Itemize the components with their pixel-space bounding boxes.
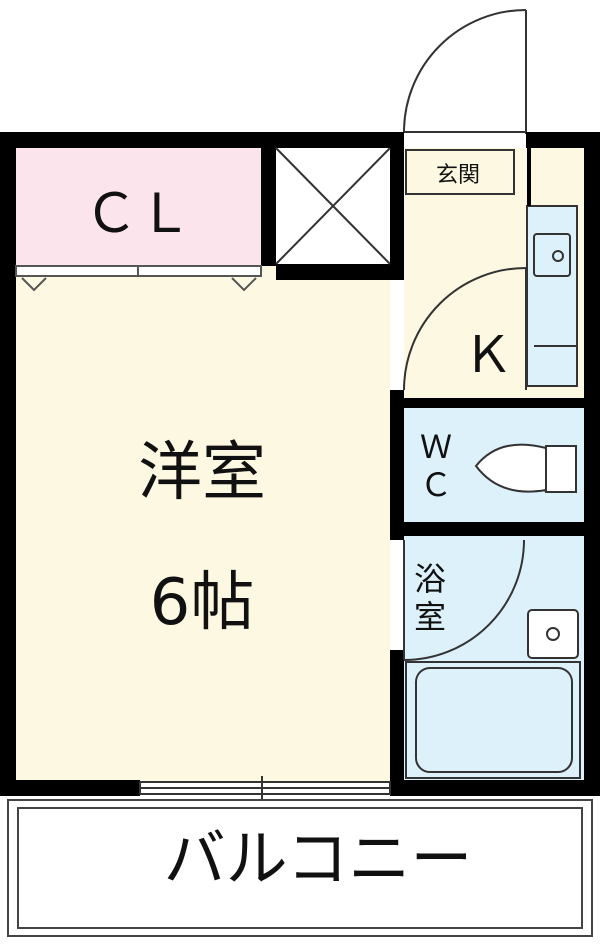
entrance-label: 玄関 — [436, 163, 480, 188]
toilet-icon — [474, 443, 577, 493]
sink-counter — [526, 205, 578, 387]
pipe-shaft-cross — [275, 147, 391, 265]
kitchen-label: Ｋ — [463, 326, 513, 384]
western-room-area — [16, 266, 390, 790]
closet-label: ＣＬ — [84, 182, 192, 245]
closet-doors — [15, 265, 262, 292]
bath-label-1: 浴 — [414, 560, 446, 598]
bath-label-2: 室 — [414, 598, 446, 636]
bathtub-icon — [405, 661, 581, 779]
balcony — [7, 799, 593, 937]
balcony-window — [139, 776, 391, 800]
balcony-label: バルコニー — [164, 822, 473, 895]
wc-label-w: Ｗ — [420, 428, 452, 466]
bath-door — [403, 539, 525, 661]
kitchen-door — [403, 267, 527, 391]
closet-area — [16, 148, 261, 266]
outer-walls — [0, 132, 600, 796]
sink-icon — [533, 233, 577, 347]
western-room-size: 6帖 — [150, 566, 255, 640]
western-room-label: 洋室 — [138, 436, 266, 510]
entrance-door — [403, 9, 528, 138]
entrance-step — [405, 149, 515, 195]
interior-walls — [261, 148, 584, 786]
washbasin-icon — [527, 609, 579, 659]
wc-label-c: Ｃ — [420, 466, 452, 504]
